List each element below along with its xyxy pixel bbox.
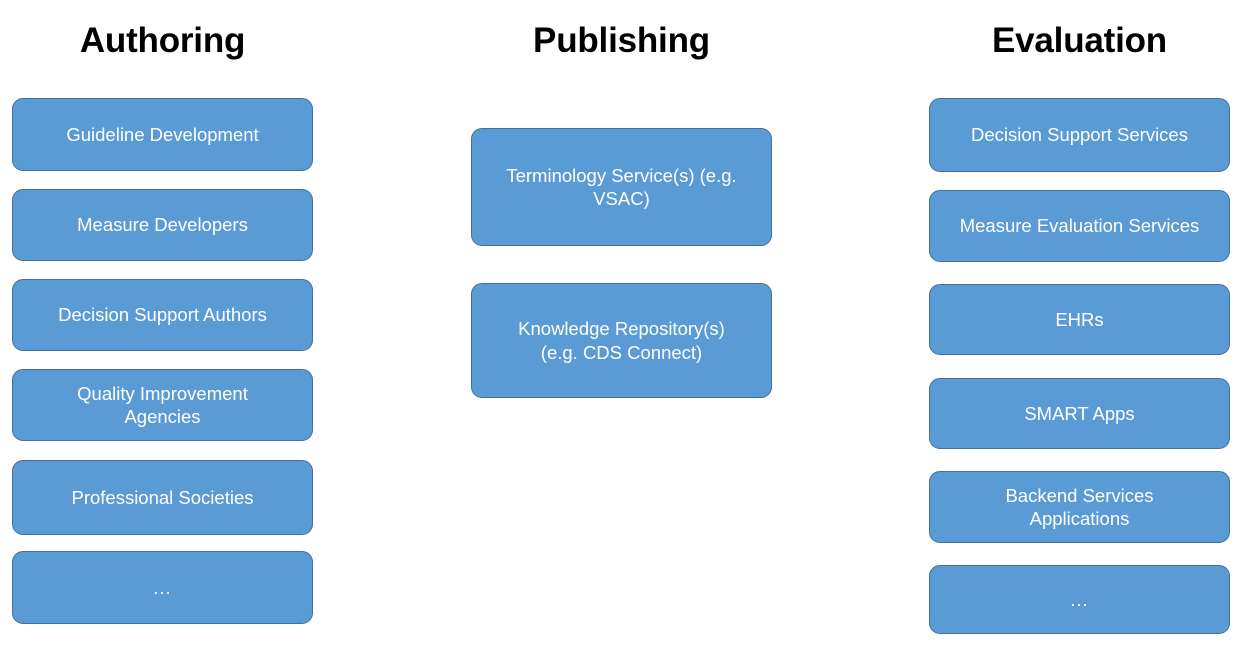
- node-label: SMART Apps: [1024, 402, 1135, 424]
- node-label: Terminology Service(s) (e.g. VSAC): [506, 164, 737, 209]
- node-evaluation-more[interactable]: ...: [929, 565, 1230, 634]
- node-label: Professional Societies: [71, 486, 254, 508]
- node-label: Measure Evaluation Services: [959, 215, 1200, 237]
- node-professional-societies[interactable]: Professional Societies: [12, 460, 313, 535]
- node-knowledge-repository[interactable]: Knowledge Repository(s) (e.g. CDS Connec…: [471, 283, 772, 398]
- node-label: Measure Developers: [77, 214, 248, 236]
- node-label: Backend Services Applications: [1005, 484, 1154, 529]
- node-guideline-development[interactable]: Guideline Development: [12, 98, 313, 171]
- node-measure-developers[interactable]: Measure Developers: [12, 189, 313, 261]
- node-label: ...: [153, 576, 172, 598]
- node-ehrs[interactable]: EHRs: [929, 284, 1230, 355]
- node-smart-apps[interactable]: SMART Apps: [929, 378, 1230, 449]
- node-backend-services-applications[interactable]: Backend Services Applications: [929, 471, 1230, 543]
- node-label: Decision Support Authors: [58, 304, 267, 326]
- node-decision-support-services[interactable]: Decision Support Services: [929, 98, 1230, 172]
- node-label: Quality Improvement Agencies: [77, 382, 248, 427]
- column-heading-evaluation: Evaluation: [992, 21, 1167, 60]
- node-decision-support-authors[interactable]: Decision Support Authors: [12, 279, 313, 351]
- node-label: Guideline Development: [66, 123, 259, 145]
- node-measure-evaluation-services[interactable]: Measure Evaluation Services: [929, 190, 1230, 262]
- node-authoring-more[interactable]: ...: [12, 551, 313, 624]
- node-terminology-services[interactable]: Terminology Service(s) (e.g. VSAC): [471, 128, 772, 246]
- node-label: Knowledge Repository(s) (e.g. CDS Connec…: [518, 318, 725, 363]
- node-label: EHRs: [1055, 308, 1104, 330]
- column-heading-authoring: Authoring: [79, 21, 246, 60]
- node-label: Decision Support Services: [971, 124, 1188, 146]
- node-label: ...: [1070, 588, 1089, 610]
- column-heading-publishing: Publishing: [533, 21, 710, 60]
- node-quality-improvement-agencies[interactable]: Quality Improvement Agencies: [12, 369, 313, 441]
